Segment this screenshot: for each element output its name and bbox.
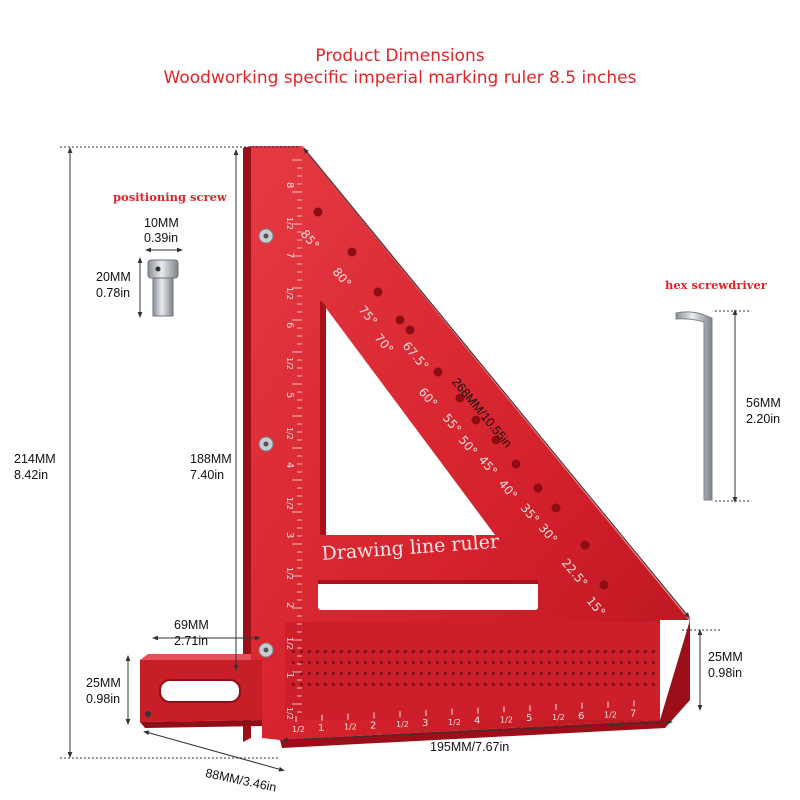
screw-width-in: 0.39in xyxy=(144,231,179,245)
side-tick-label: 1/2 xyxy=(285,707,294,720)
bottom-tick-label: 1/2 xyxy=(500,715,513,724)
foot-slot xyxy=(159,679,241,703)
foot-screw-hole xyxy=(145,711,151,717)
angle-hole xyxy=(580,540,590,550)
foot-height-in: 0.98in xyxy=(86,692,121,706)
inner-height-mm: 188MM xyxy=(190,452,232,466)
screw-head-top xyxy=(258,228,274,244)
side-tick-label: 1 xyxy=(284,672,295,678)
screw-head-middle xyxy=(258,436,274,452)
side-tick-label: 8 xyxy=(284,182,295,188)
bottom-tick-label: 1/2 xyxy=(604,711,617,720)
side-tick-label: 1/2 xyxy=(285,287,294,300)
base-depth-in: 2.71in xyxy=(174,634,209,648)
side-tick-label: 7 xyxy=(284,252,295,258)
bottom-tick-label: 1 xyxy=(318,723,324,734)
bottom-tick-label: 1/2 xyxy=(292,725,305,734)
dimension-lines xyxy=(60,146,750,772)
screwdriver-title: hex screwdriver xyxy=(665,278,767,292)
angle-hole xyxy=(599,580,609,590)
side-tick-label: 4 xyxy=(284,462,295,468)
side-tick-label: 6 xyxy=(284,322,295,328)
angle-hole xyxy=(551,503,561,513)
bottom-tick-label: 3 xyxy=(422,718,428,729)
screw-title: positioning screw xyxy=(113,190,227,204)
total-height-mm: 214MM xyxy=(14,452,56,466)
bottom-length: 195MM/7.67in xyxy=(430,740,510,754)
positioning-screw xyxy=(147,259,179,317)
bottom-tick-label: 7 xyxy=(630,708,636,719)
screw-width-mm: 10MM xyxy=(144,216,179,230)
angle-hole xyxy=(395,315,405,325)
side-tick-label: 2 xyxy=(284,602,295,608)
side-tick-label: 3 xyxy=(284,532,295,538)
bottom-tick-label: 1/2 xyxy=(396,720,409,729)
bottom-tick-label: 6 xyxy=(578,711,584,722)
triangle-ruler: 1/2 1 1/2 2 1/2 3 1/2 4 1/2 5 1/2 6 1/2 7 8 1/2 7 1/2 6 1/… xyxy=(140,145,691,748)
screwdriver-length-in: 2.20in xyxy=(746,412,781,426)
side-tick-label: 1/2 xyxy=(285,427,294,440)
side-tick-label: 1/2 xyxy=(285,567,294,580)
angle-hole xyxy=(405,325,415,335)
screwdriver-length-mm: 56MM xyxy=(746,396,781,410)
angle-hole xyxy=(511,459,521,469)
angle-hole xyxy=(347,247,357,257)
screw-height-in: 0.78in xyxy=(96,286,131,300)
bottom-tick-label: 1/2 xyxy=(552,713,565,722)
screw-height-mm: 20MM xyxy=(96,270,131,284)
right-height-in: 0.98in xyxy=(708,666,743,680)
bottom-tick-label: 1/2 xyxy=(448,718,461,727)
bottom-tick-label: 1/2 xyxy=(344,723,357,732)
angle-hole xyxy=(313,207,323,217)
page-subtitle: Woodworking specific imperial marking ru… xyxy=(163,68,637,88)
right-height-mm: 25MM xyxy=(708,650,743,664)
page-title: Product Dimensions xyxy=(315,46,485,66)
side-tick-label: 5 xyxy=(284,392,295,398)
bottom-tick-label: 5 xyxy=(526,713,532,724)
slot-cutout xyxy=(318,580,538,610)
total-height-in: 8.42in xyxy=(14,468,49,482)
screw-head-bottom xyxy=(258,642,274,658)
angle-hole xyxy=(373,287,383,297)
foot-height-mm: 25MM xyxy=(86,676,121,690)
bottom-tick-label: 4 xyxy=(474,716,480,727)
bottom-tick-label: 2 xyxy=(370,720,376,731)
side-tick-label: 1/2 xyxy=(285,217,294,230)
inner-height-in: 7.40in xyxy=(190,468,225,482)
hex-screwdriver xyxy=(675,311,713,501)
side-tick-label: 1/2 xyxy=(285,497,294,510)
side-tick-label: 1/2 xyxy=(285,357,294,370)
angle-hole xyxy=(533,483,543,493)
base-depth-mm: 69MM xyxy=(174,618,209,632)
side-tick-label: 1/2 xyxy=(285,637,294,650)
angle-hole xyxy=(433,367,443,377)
